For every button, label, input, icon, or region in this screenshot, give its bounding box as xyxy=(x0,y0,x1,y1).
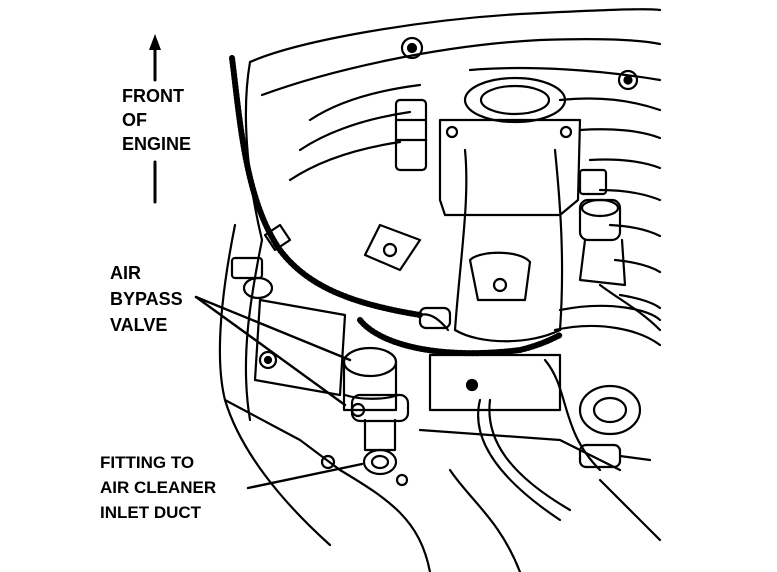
air-bypass-valve xyxy=(342,346,410,452)
front-label-line-3: ENGINE xyxy=(122,134,192,154)
front-of-engine-label: FRONT OF ENGINE xyxy=(122,84,191,156)
fitting-label-line-2: AIR CLEANER xyxy=(100,478,217,497)
bypass-label-line-3: VALVE xyxy=(110,315,168,335)
fitting-label: FITTING TO AIR CLEANER INLET DUCT xyxy=(100,450,216,525)
bypass-label-line-1: AIR xyxy=(110,263,141,283)
wiring-harness xyxy=(477,304,662,522)
bypass-label-line-2: BYPASS xyxy=(110,289,183,309)
intake-elbow xyxy=(438,76,608,343)
leader-lines xyxy=(194,295,364,490)
inlet-duct-fitting xyxy=(320,448,409,487)
manifold-plate xyxy=(230,223,562,412)
front-direction-arrow xyxy=(149,34,161,204)
fitting-label-line-3: INLET DUCT xyxy=(100,503,202,522)
fitting-label-line-1: FITTING TO xyxy=(100,453,195,472)
top-bolts xyxy=(394,36,639,172)
front-label-line-1: FRONT xyxy=(122,86,184,106)
air-bypass-valve-label: AIR BYPASS VALVE xyxy=(110,260,183,338)
sensor-connector xyxy=(578,198,662,332)
vacuum-hose xyxy=(229,55,563,357)
front-label-line-2: OF xyxy=(122,110,147,130)
engine-housing xyxy=(218,8,662,572)
head-cover-ribs xyxy=(288,66,662,310)
